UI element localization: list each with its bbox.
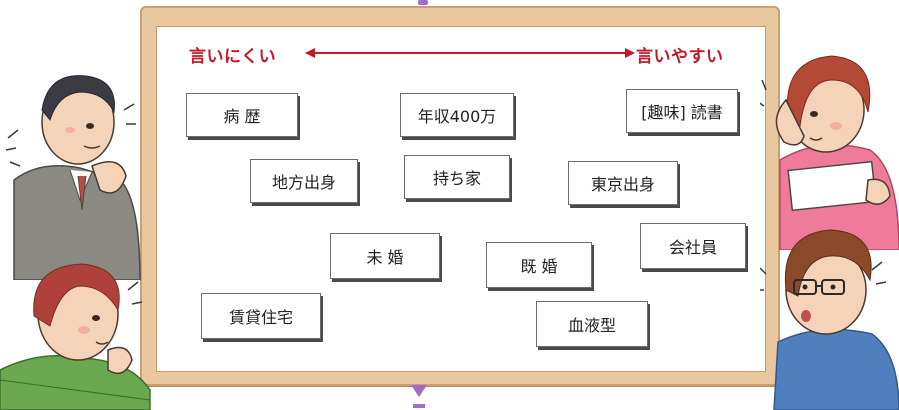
card-income: 年収400万 [400, 93, 514, 137]
woman-thinking-illustration-icon [0, 263, 151, 410]
card-hobby: [趣味] 読書 [626, 89, 738, 133]
card-medical-history: 病 歴 [186, 93, 298, 137]
scale-left-label: 言いにくい [189, 47, 277, 67]
worried-man-illustration-icon [5, 75, 141, 280]
top-marker [418, 0, 428, 5]
woman-with-paper-illustration-icon [760, 55, 899, 250]
card-rural-origin: 地方出身 [250, 159, 358, 203]
man-with-glasses-illustration-icon [760, 229, 899, 410]
card-tokyo-origin: 東京出身 [568, 161, 678, 205]
down-triangle-icon [411, 385, 427, 408]
card-blood-type: 血液型 [536, 301, 648, 347]
card-renter: 賃貸住宅 [201, 293, 321, 339]
card-married: 既 婚 [486, 242, 592, 288]
scale-double-arrow-icon [305, 48, 635, 58]
card-homeowner: 持ち家 [404, 155, 510, 199]
card-office-worker: 会社員 [640, 223, 746, 269]
card-unmarried: 未 婚 [330, 233, 440, 279]
scale-right-label: 言いやすい [636, 47, 724, 67]
